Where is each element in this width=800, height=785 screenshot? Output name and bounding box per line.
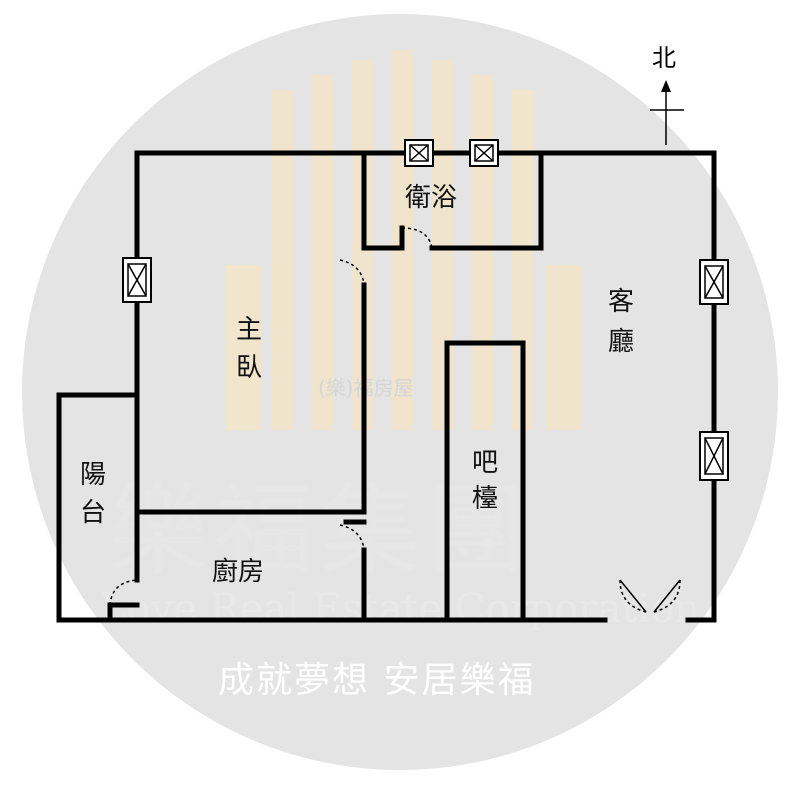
watermark-company-en: Love Real Estate Corporation xyxy=(100,586,700,632)
window-icon xyxy=(122,257,152,303)
room-label-bar: 檯 xyxy=(472,484,498,514)
north-arrow: 北 xyxy=(650,44,684,145)
arrow-up-icon xyxy=(661,80,671,92)
room-label-master-bedroom: 臥 xyxy=(236,353,262,383)
room-label-bar: 吧 xyxy=(472,448,498,478)
window-icon xyxy=(699,431,729,481)
watermark-slogan: 成就夢想 安居樂福 xyxy=(218,660,535,701)
room-label-balcony: 台 xyxy=(80,498,106,528)
room-label-master-bedroom: 主 xyxy=(236,315,262,345)
window-icon xyxy=(699,259,729,305)
room-label-bathroom: 衛浴 xyxy=(405,183,457,213)
north-label: 北 xyxy=(652,44,676,72)
room-label-living-room: 廳 xyxy=(608,327,634,357)
window-fixtures xyxy=(122,139,729,481)
window-icon xyxy=(404,139,434,167)
watermark-company-zh: 樂福集團 xyxy=(108,472,532,589)
window-icon xyxy=(469,139,499,167)
door-swings xyxy=(109,227,681,613)
room-label-balcony: 陽 xyxy=(80,460,106,490)
room-label-kitchen: 廚房 xyxy=(212,557,264,587)
room-label-living-room: 客 xyxy=(608,287,634,317)
